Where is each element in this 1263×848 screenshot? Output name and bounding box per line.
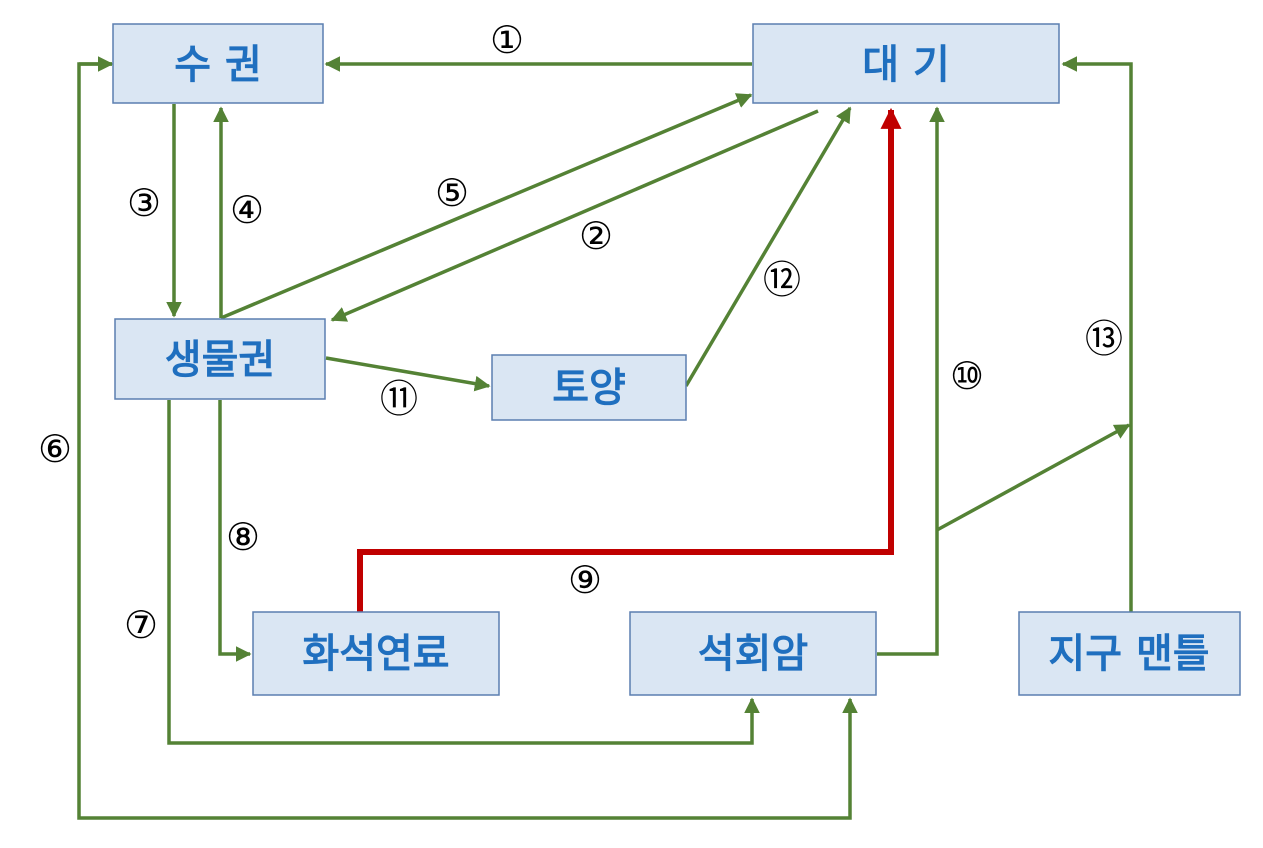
label-11: ⑪: [380, 377, 418, 421]
node-atmosphere: 대 기: [752, 23, 1060, 104]
arrow-8-biosphere-to-fossil-fuel: [218, 400, 252, 662]
node-atmosphere-label: 대 기: [862, 42, 950, 88]
node-soil: 토양: [491, 354, 687, 421]
label-10: ⑩: [950, 354, 984, 398]
arrow-5-biosphere-to-atmosphere: [220, 93, 753, 320]
arrow-2-atmosphere-to-biosphere: [330, 109, 819, 322]
node-hydrosphere: 수 권: [112, 23, 324, 104]
arrow-10-limestone-to-atmosphere: [877, 106, 945, 656]
label-8: ⑧: [226, 515, 260, 559]
arrow-13-mantle-to-atmosphere: [1061, 56, 1133, 612]
label-4: ④: [230, 188, 264, 232]
arrow-11-biosphere-to-soil: [325, 356, 491, 392]
node-fossil-fuel: 화석연료: [252, 611, 500, 696]
node-mantle: 지구 맨틀: [1018, 611, 1241, 696]
node-biosphere: 생물권: [114, 318, 326, 400]
arrow-9-fossil-fuel-to-atmosphere: [357, 107, 902, 612]
node-soil-label: 토양: [552, 365, 626, 411]
node-limestone-label: 석회암: [698, 631, 809, 677]
label-7: ⑦: [124, 603, 158, 647]
label-12: ⑫: [763, 258, 801, 302]
label-13: ⑬: [1085, 317, 1123, 361]
label-9: ⑨: [568, 558, 602, 602]
node-biosphere-label: 생물권: [165, 337, 275, 383]
label-2: ②: [579, 214, 613, 258]
arrow-10-branch-to-mantle-line: [936, 423, 1131, 532]
arrow-7-biosphere-to-limestone: [167, 400, 760, 745]
node-fossil-fuel-label: 화석연료: [302, 631, 449, 677]
node-hydrosphere-label: 수 권: [174, 42, 262, 88]
node-mantle-label: 지구 맨틀: [1048, 631, 1209, 677]
label-1: ①: [490, 18, 524, 62]
label-6: ⑥: [38, 427, 72, 471]
label-5: ⑤: [435, 171, 469, 215]
node-limestone: 석회암: [629, 611, 877, 696]
label-3: ③: [127, 181, 161, 225]
arrow-12-soil-to-atmosphere: [684, 106, 852, 387]
